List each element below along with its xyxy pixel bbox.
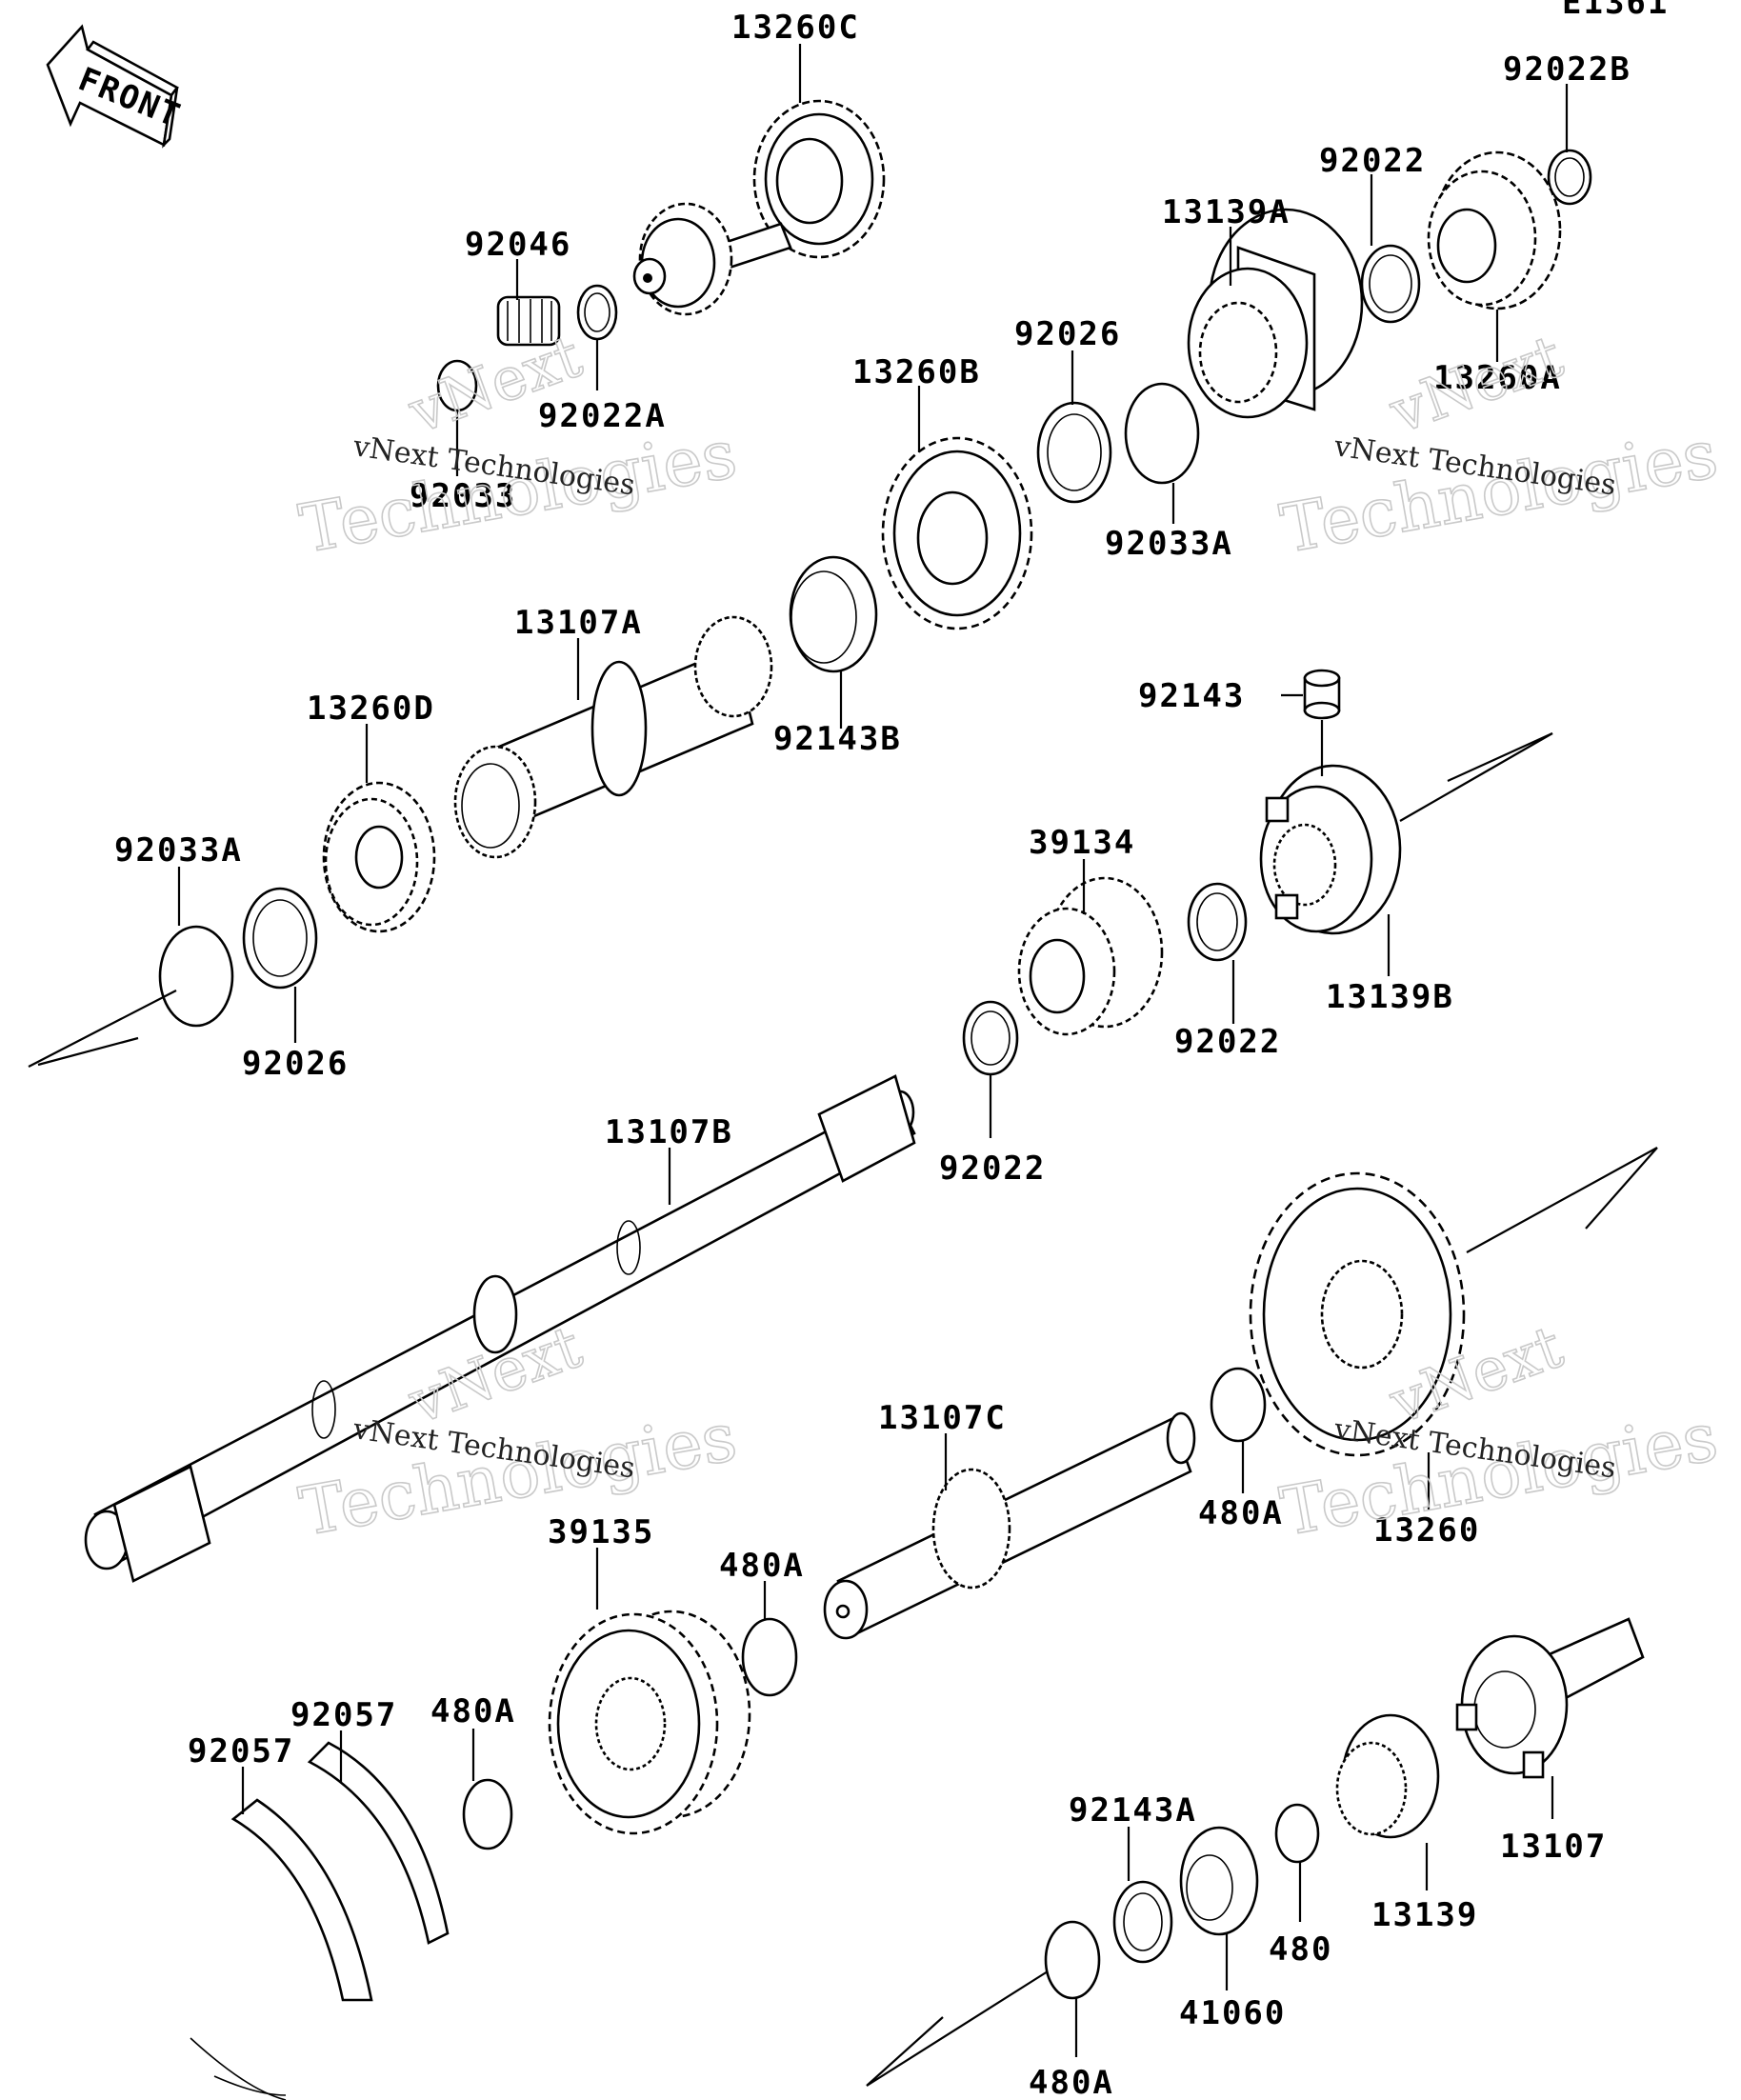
circlip-480a-left [462,1778,513,1850]
label-92022-mid: 92022 [1174,1023,1281,1061]
gear-13260d [322,781,436,933]
label-13260: 13260 [1373,1511,1480,1550]
axis-lines [28,731,1658,2087]
label-92046: 92046 [465,226,571,264]
label-480a-right: 480A [1198,1494,1284,1532]
label-92022b: 92022B [1503,50,1631,89]
label-39134: 39134 [1029,824,1135,862]
label-13260a: 13260A [1433,359,1562,397]
label-480a-mid: 480A [719,1547,805,1585]
label-92033a-left: 92033A [114,831,243,870]
watermark-lower-left: vNext Technologies vNext Technologies [293,1310,743,1551]
label-13107: 13107 [1500,1828,1607,1866]
label-92143a: 92143A [1069,1791,1197,1830]
label-92033: 92033 [410,477,516,515]
front-arrow: FRONT [46,24,187,149]
label-92033a-top: 92033A [1105,525,1233,563]
washer-92026-top [1036,401,1112,504]
chain-92057 [190,1741,450,2100]
label-13260c: 13260C [731,9,860,47]
washer-92022-top [1360,244,1421,324]
label-13107c: 13107C [878,1399,1007,1437]
gear-13260 [1249,1171,1466,1457]
label-39135: 39135 [548,1513,654,1551]
label-13260b: 13260B [852,353,981,391]
label-480: 480 [1269,1930,1332,1969]
gear-13260a [1427,150,1562,310]
label-13139b: 13139B [1326,978,1454,1016]
collar-92143b [789,555,878,673]
diagram-code: E1361 [1562,0,1669,22]
bush-41060 [1179,1826,1259,1936]
gear-13260b [881,436,1033,630]
label-13107a: 13107A [514,604,643,642]
sprocket-39134 [1017,876,1164,1036]
label-92026-top: 92026 [1014,315,1121,353]
collar-13139b [1259,764,1402,935]
svg-text:vNext: vNext [1380,321,1571,448]
label-92026-left: 92026 [242,1045,349,1083]
circlip-480a-right [1210,1367,1267,1443]
label-13139a: 13139A [1162,193,1291,231]
collar-13139a [1187,208,1364,419]
gear-13260c [632,99,886,316]
washer-92026-left [242,887,318,990]
shaft-13107 [1455,1617,1645,1779]
circlip-480a-bottom [1044,1920,1101,2000]
label-92057-b: 92057 [188,1732,294,1770]
watermark-upper-left: vNext Technologies vNext Technologies [293,320,743,569]
label-13260d: 13260D [307,690,435,728]
shaft-13107b [84,1074,916,1583]
leader-lines [177,44,1569,2057]
bearing-92046 [496,295,561,347]
label-92143b: 92143B [773,720,902,758]
label-92057-a: 92057 [290,1696,397,1734]
shaft-13107c [823,1411,1196,1640]
gear-39135 [548,1610,751,1835]
label-92022a: 92022A [538,397,667,435]
collar-13139 [1335,1713,1440,1839]
circlip-92033a-left [158,925,234,1028]
label-92022-top: 92022 [1319,142,1426,180]
label-13139: 13139 [1371,1896,1478,1934]
label-480a-bottom: 480A [1029,2064,1114,2100]
circlip-480a-mid [741,1617,798,1697]
label-13107b: 13107B [605,1113,733,1151]
shaft-13107a [453,615,773,859]
label-92143: 92143 [1138,677,1245,715]
label-92022-low: 92022 [939,1150,1046,1188]
circlip-480 [1274,1803,1320,1864]
circlip-92033a-top [1124,382,1200,485]
label-41060: 41060 [1179,1994,1286,2032]
bush-92143 [1303,669,1341,720]
label-480a-left: 480A [430,1692,516,1730]
part-labels: 13260C 92022B 92046 92022 13139A 92022A … [114,9,1631,2100]
